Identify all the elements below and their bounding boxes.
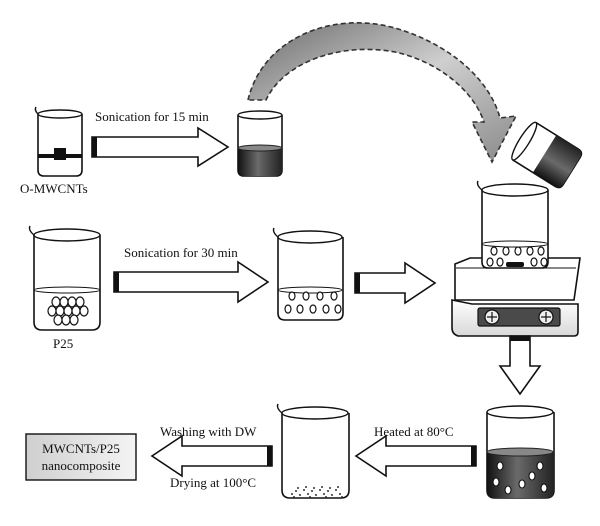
arrow-sonication-15 — [91, 126, 230, 168]
arrow-down — [498, 335, 542, 396]
product-line2: nanocomposite — [41, 458, 121, 473]
arrow-sonication-30 — [113, 260, 270, 304]
p25-beaker — [28, 225, 101, 331]
dispersion-beaker — [237, 110, 283, 177]
omwcnts-label: O-MWCNTs — [20, 181, 88, 196]
product-label: MWCNTs/P25 nanocomposite — [26, 440, 136, 474]
pouring-beaker — [511, 121, 583, 189]
omwcnts-beaker — [34, 106, 83, 177]
heated-label: Heated at 80°C — [374, 424, 454, 439]
product-box — [25, 433, 137, 481]
hot-plate-stirrer — [451, 257, 581, 337]
stirrer-beaker — [476, 180, 549, 269]
transfer-arrow — [246, 22, 518, 164]
heated-beaker — [486, 405, 555, 499]
p25-label: P25 — [53, 336, 74, 351]
arrow-washing-drying — [150, 434, 273, 478]
arrow-to-stirrer — [354, 261, 437, 305]
arrow-heated — [354, 434, 477, 478]
product-line1: MWCNTs/P25 — [42, 441, 120, 456]
drying-label: Drying at 100°C — [170, 475, 257, 490]
powder-beaker — [276, 403, 350, 499]
washing-label: Washing with DW — [160, 424, 257, 439]
sonication-15-label: Sonication for 15 min — [95, 109, 209, 124]
p25-dispersion-beaker — [272, 227, 344, 321]
sonication-30-label: Sonication for 30 min — [124, 245, 238, 260]
